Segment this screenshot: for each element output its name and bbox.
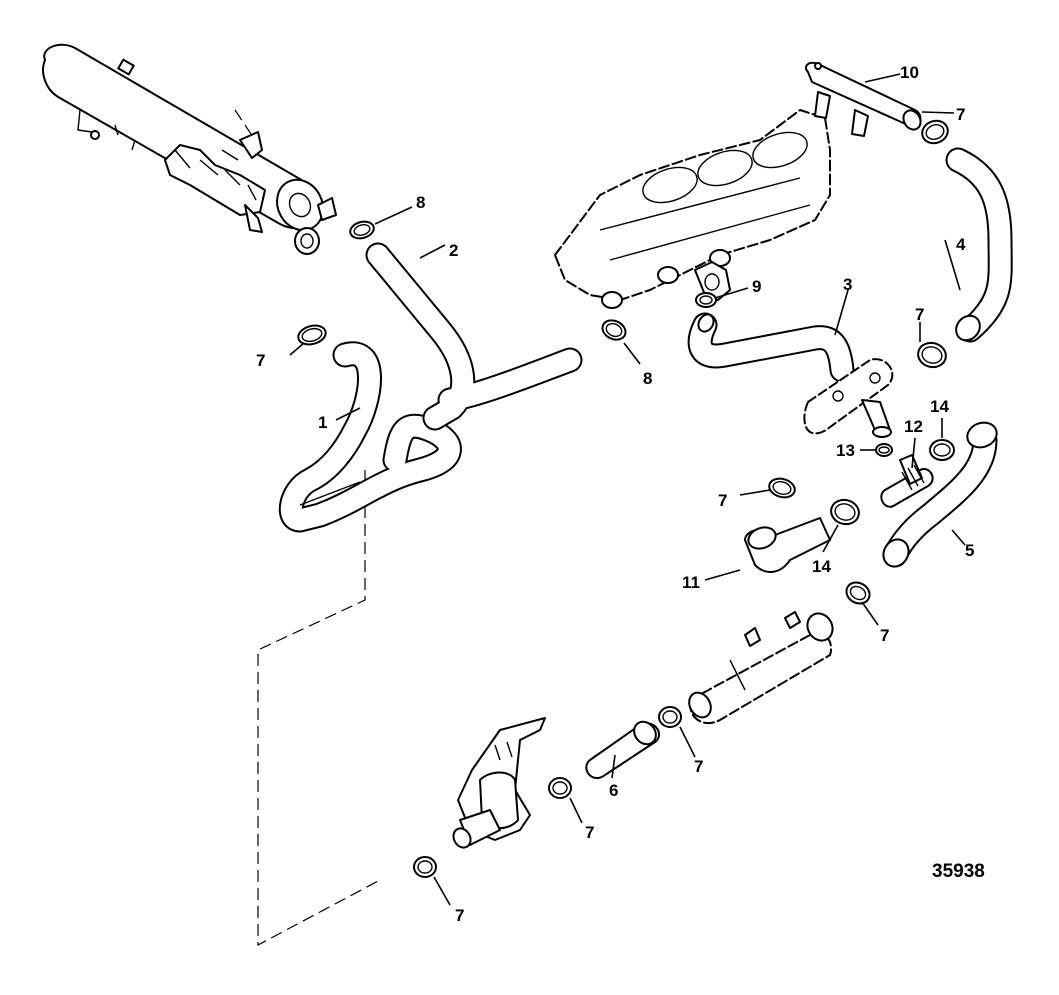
callout-9: 9 [752, 277, 761, 296]
crossover-fitting [803, 358, 894, 438]
lower-cooler [688, 611, 834, 725]
callout-6: 6 [609, 781, 618, 800]
callout-leaders [289, 73, 966, 906]
callout-8-top: 8 [416, 193, 425, 212]
callout-7-bottom: 7 [455, 906, 464, 925]
tee-fitting-12 [880, 454, 934, 508]
callout-7-lower-right: 7 [880, 626, 889, 645]
callout-12: 12 [904, 417, 923, 436]
hose-clamps [297, 119, 955, 878]
callout-4: 4 [956, 235, 966, 254]
callout-7-middle: 7 [718, 491, 727, 510]
hose-1 [278, 341, 462, 533]
heat-exchanger [42, 43, 337, 255]
hose-4 [945, 147, 1013, 343]
pump-assembly [452, 717, 546, 849]
callout-labels: 1 2 3 4 5 6 7 7 7 7 7 7 7 7 8 8 9 10 11 … [256, 63, 985, 925]
callout-2: 2 [449, 241, 458, 260]
hose-2 [365, 242, 583, 431]
callout-3: 3 [843, 275, 852, 294]
callout-14-middle: 14 [812, 557, 831, 576]
callout-8-middle: 8 [643, 369, 652, 388]
callout-10: 10 [900, 63, 919, 82]
callout-5: 5 [965, 541, 974, 560]
callout-11: 11 [682, 573, 700, 592]
hose-3 [687, 312, 855, 383]
tube-10 [804, 61, 922, 137]
exhaust-manifold [554, 109, 831, 309]
callout-13: 13 [836, 441, 855, 460]
callout-1: 1 [318, 413, 327, 432]
callout-7-top-right: 7 [956, 105, 965, 124]
callout-7-right: 7 [915, 305, 924, 324]
callout-7-left: 7 [256, 351, 265, 370]
callout-7-lower-middle: 7 [694, 757, 703, 776]
callout-7-lower: 7 [585, 823, 594, 842]
hose-6 [585, 720, 660, 779]
figure-number: 35938 [932, 861, 985, 882]
hose-5 [882, 421, 998, 568]
callout-14-right: 14 [930, 397, 949, 416]
